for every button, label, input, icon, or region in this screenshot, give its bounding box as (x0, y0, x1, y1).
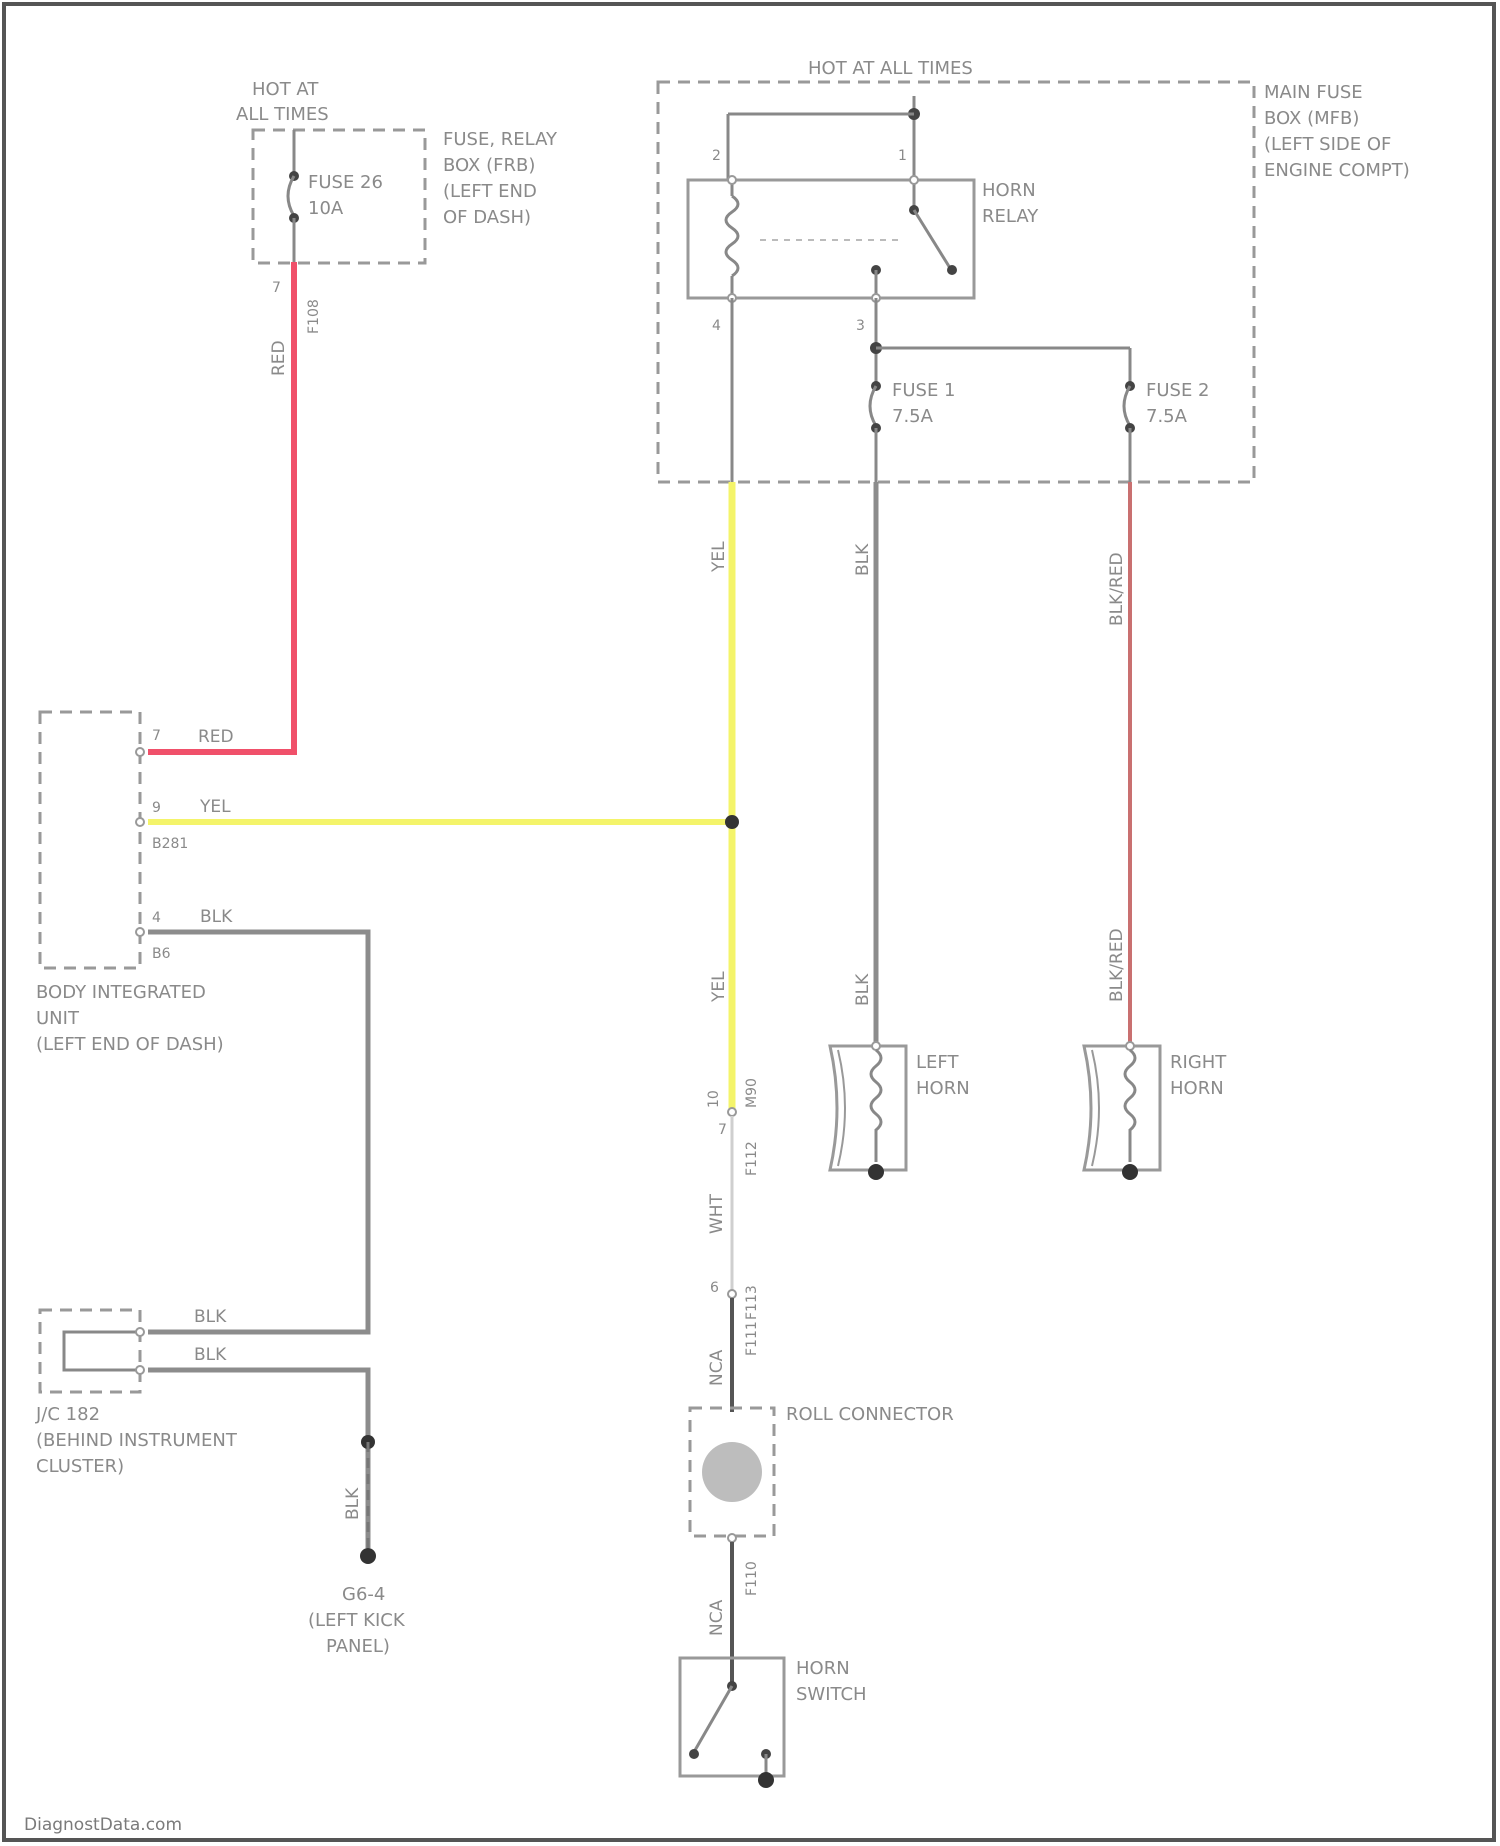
wire-blk-gnd-label: BLK (343, 1487, 363, 1520)
fuse-relay-box (253, 130, 425, 263)
hot-left-line2: ALL TIMES (236, 104, 329, 125)
fuse26-rating: FUSE 26 (308, 172, 383, 193)
left-horn-line1: LEFT (916, 1052, 959, 1073)
fuse1-label: FUSE 1 (892, 380, 956, 401)
horn-relay-line2: RELAY (982, 206, 1039, 227)
jc-line1: J/C 182 (35, 1404, 100, 1425)
wire-blkred-label-1: BLK/RED (1107, 552, 1127, 626)
wire-blk-jc-label-1: BLK (194, 1307, 227, 1327)
mfb-line3: (LEFT SIDE OF (1264, 134, 1391, 155)
horn-switch-line1: HORN (796, 1658, 850, 1679)
left-horn-line2: HORN (916, 1078, 970, 1099)
wire-yel-label-1: YEL (709, 541, 729, 573)
frb-line2: BOX (FRB) (443, 155, 535, 176)
biu-pin9: 9 (152, 800, 161, 816)
biu-line2: UNIT (36, 1008, 80, 1029)
gnd-line1: G6-4 (342, 1584, 385, 1605)
frb-connector: F108 (306, 299, 322, 334)
biu-conn-b6: B6 (152, 946, 171, 962)
wire-blk-label-2: BLK (853, 973, 873, 1006)
wire-red-label-v: RED (269, 340, 289, 376)
jc-line3: CLUSTER) (36, 1456, 124, 1477)
frb-line1: FUSE, RELAY (443, 129, 558, 150)
biu-line3: (LEFT END OF DASH) (36, 1034, 224, 1055)
right-horn-line1: RIGHT (1170, 1052, 1227, 1073)
wire-nca-label-1: NCA (707, 1349, 727, 1386)
body-integrated-unit (40, 712, 140, 968)
biu-pin7: 7 (152, 728, 161, 744)
relay-pin4: 4 (712, 318, 721, 334)
conn-f111: F111 (744, 1321, 760, 1356)
biu-pin4: 4 (152, 910, 161, 926)
ground-point (360, 1548, 376, 1564)
gnd-line2: (LEFT KICK (308, 1610, 406, 1631)
horn-switch-line2: SWITCH (796, 1684, 867, 1705)
jc-182 (40, 1310, 140, 1392)
conn-f112: F112 (744, 1141, 760, 1176)
mfb-line4: ENGINE COMPT) (1264, 160, 1410, 181)
conn-f113: F113 (744, 1285, 760, 1320)
wire-yel-label-2: YEL (709, 971, 729, 1003)
wire-blk-label-1: BLK (853, 543, 873, 576)
wire-blk-jc-ground (148, 1370, 368, 1548)
conn-pin6: 6 (710, 1280, 719, 1296)
wire-wht-label: WHT (707, 1193, 727, 1234)
watermark: DiagnostData.com (24, 1815, 182, 1835)
wire-yel-label-h: YEL (199, 797, 231, 817)
conn-pin10: 10 (706, 1090, 722, 1108)
mfb-line1: MAIN FUSE (1264, 82, 1363, 103)
conn-f110: F110 (744, 1561, 760, 1596)
gnd-line3: PANEL) (326, 1636, 390, 1657)
right-horn (1084, 1042, 1160, 1180)
wire-blk-biu-label: BLK (200, 907, 233, 927)
relay-pin3: 3 (856, 318, 865, 334)
jc-line2: (BEHIND INSTRUMENT (36, 1430, 238, 1451)
roll-connector-label: ROLL CONNECTOR (786, 1404, 954, 1425)
frb-line3: (LEFT END (443, 181, 537, 202)
fuse1-amps: 7.5A (892, 406, 934, 427)
wire-blkred-label-2: BLK/RED (1107, 928, 1127, 1002)
conn-m90: M90 (744, 1078, 760, 1108)
wire-red-label-h: RED (198, 727, 234, 747)
biu-conn-b281: B281 (152, 836, 188, 852)
relay-pin1: 1 (898, 148, 907, 164)
relay-pin2: 2 (712, 148, 721, 164)
frb-pin: 7 (272, 280, 281, 296)
frb-line4: OF DASH) (443, 207, 531, 228)
biu-line1: BODY INTEGRATED (36, 982, 206, 1003)
horn-relay-line1: HORN (982, 180, 1036, 201)
mfb-line2: BOX (MFB) (1264, 108, 1359, 129)
left-horn (830, 1042, 906, 1180)
fuse2-amps: 7.5A (1146, 406, 1188, 427)
fuse26-amps: 10A (308, 198, 344, 219)
hot-left-line1: HOT AT (252, 79, 319, 100)
fuse2-label: FUSE 2 (1146, 380, 1210, 401)
wire-blk-jc-label-2: BLK (194, 1345, 227, 1365)
wire-red (148, 262, 294, 752)
hot-top-label: HOT AT ALL TIMES (808, 58, 973, 79)
wire-nca-label-2: NCA (707, 1599, 727, 1636)
conn-pin7: 7 (718, 1122, 727, 1138)
yel-splice (725, 815, 739, 829)
right-horn-line2: HORN (1170, 1078, 1224, 1099)
